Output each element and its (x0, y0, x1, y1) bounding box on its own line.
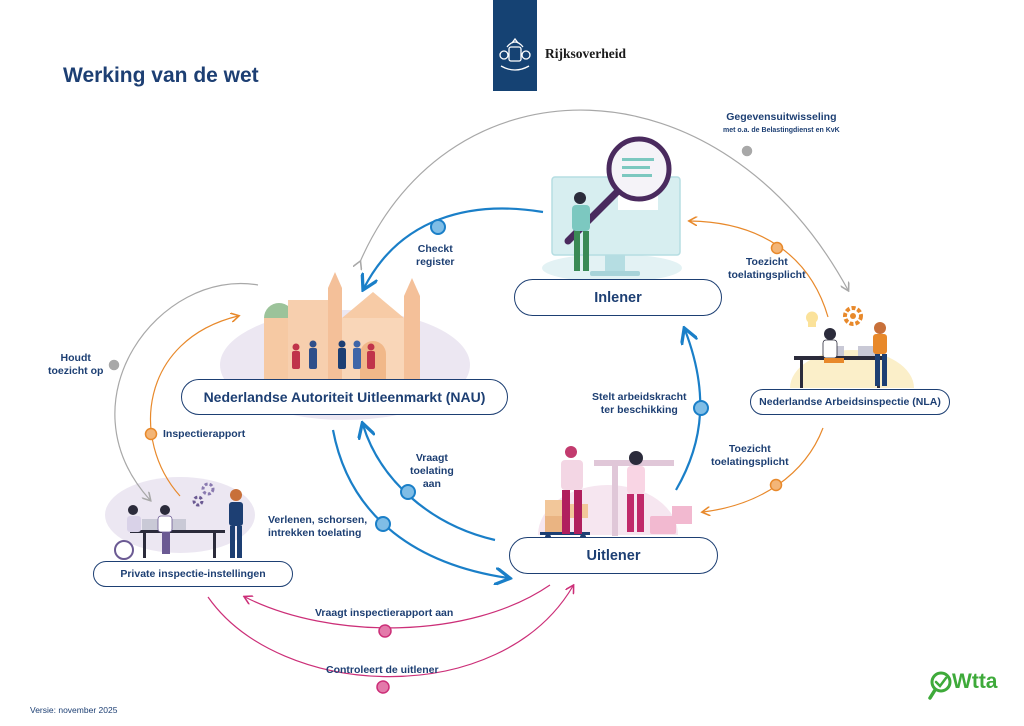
node-uitlener: Uitlener (509, 537, 718, 574)
rijksoverheid-logo (493, 0, 537, 91)
nla-illustration (790, 306, 914, 388)
flow-toezicht-bottom-dot (769, 478, 783, 492)
label-toezicht-top: Toezicht toelatingsplicht (728, 256, 806, 282)
label-houdt: Houdt toezicht op (48, 352, 103, 378)
flow-inspectierapport-arrow (150, 316, 238, 497)
flow-controleert-dot (376, 680, 390, 694)
wtta-magnifier-icon (928, 671, 952, 700)
flow-verlenen-dot (375, 516, 391, 532)
flow-toezicht-top-dot (770, 241, 784, 255)
label-vraagt-toelating-line1: Vraagt (415, 452, 448, 464)
node-nla: Nederlandse Arbeidsinspectie (NLA) (750, 389, 950, 415)
inlener-illustration (542, 136, 682, 282)
flow-vraagt-rapport-dot (378, 624, 392, 638)
page-title: Werking van de wet (63, 64, 259, 87)
flow-houdt-dot (107, 358, 121, 372)
flow-vraagt-toelating-dot (400, 484, 416, 500)
label-gegevens: Gegevensuitwisseling met o.a. de Belasti… (723, 111, 840, 137)
label-vraagt-toelating: Vraagt toelating aan (410, 452, 454, 491)
flow-gegevens-dot (740, 144, 754, 158)
label-checkt-line2: register (416, 256, 455, 268)
flow-vraagt-rapport-arrow (245, 584, 551, 629)
label-gegevens-title: Gegevensuitwisseling (726, 111, 837, 123)
label-stelt-line2: ter beschikking (600, 404, 678, 416)
label-verlenen: Verlenen, schorsen, intrekken toelating (268, 514, 367, 540)
label-gegevens-sub: met o.a. de Belastingdienst en KvK (723, 127, 840, 134)
private-illustration (105, 477, 255, 560)
label-toezicht-top-line1: Toezicht (745, 256, 788, 268)
label-toezicht-top-line2: toelatingsplicht (728, 269, 806, 281)
flow-verlenen-arrow (331, 429, 508, 578)
label-verlenen-line2: intrekken toelating (268, 527, 362, 539)
crest-icon (499, 37, 531, 71)
label-toezicht-bottom-line1: Toezicht (728, 443, 771, 455)
node-inlener: Inlener (514, 279, 722, 316)
node-private: Private inspectie-instellingen (93, 561, 293, 587)
label-toezicht-bottom: Toezicht toelatingsplicht (711, 443, 789, 469)
flow-houdt-arrow (114, 282, 259, 500)
flow-inspectierapport-dot (144, 427, 158, 441)
label-inspectierapport: Inspectierapport (163, 428, 246, 440)
label-verlenen-line1: Verlenen, schorsen, (268, 514, 368, 526)
label-vraagt-rapport: Vraagt inspectierapport aan (315, 607, 454, 619)
label-houdt-line1: Houdt (60, 352, 91, 364)
version-text: Versie: november 2025 (30, 705, 118, 715)
label-stelt: Stelt arbeidskracht ter beschikking (592, 391, 687, 417)
flow-stelt-dot (693, 400, 709, 416)
label-controleert: Controleert de uitlener (326, 664, 439, 676)
label-vraagt-toelating-line3: aan (422, 478, 441, 490)
wtta-brand-text: Wtta (952, 670, 998, 693)
logo-text: Rijksoverheid (545, 46, 626, 61)
flow-gegevens-arrow (360, 109, 848, 290)
uitlener-illustration (538, 446, 692, 540)
label-vraagt-toelating-line2: toelating (410, 465, 454, 477)
flow-checkt-dot (430, 219, 446, 235)
flow-toezicht-bottom-arrow (703, 427, 824, 512)
label-houdt-line2: toezicht op (48, 365, 104, 377)
node-nau: Nederlandse Autoriteit Uitleenmarkt (NAU… (181, 379, 508, 415)
label-checkt-line1: Checkt (417, 243, 453, 255)
label-stelt-line1: Stelt arbeidskracht (592, 391, 687, 403)
label-checkt: Checkt register (416, 243, 455, 269)
label-toezicht-bottom-line2: toelatingsplicht (711, 456, 789, 468)
flow-controleert-arrow (207, 586, 573, 678)
